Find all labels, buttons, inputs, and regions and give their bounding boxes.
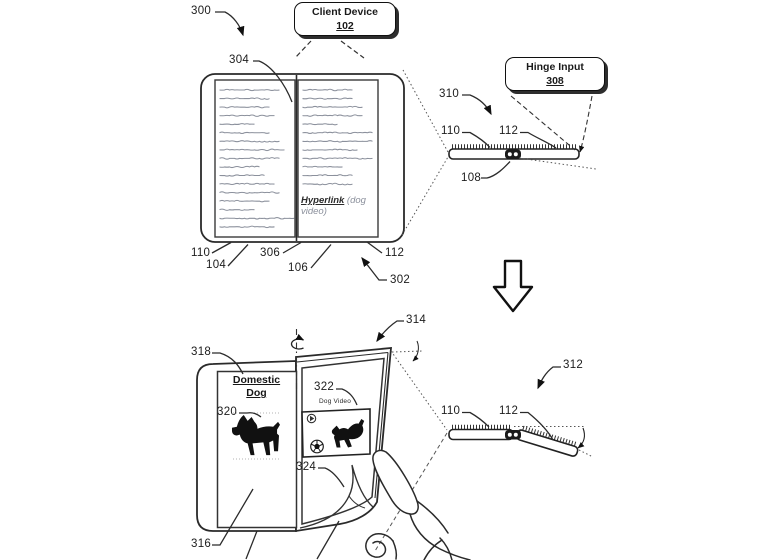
rotation-arrow-icon <box>290 329 305 389</box>
ref-300: 300 <box>191 5 212 17</box>
ref-304: 304 <box>229 54 250 66</box>
rotation-direction-arrow <box>577 427 585 449</box>
device-sideview-tilted <box>448 424 594 458</box>
reference-leaders-bottom <box>212 320 404 560</box>
reference-leaders-sideview-top <box>462 94 557 179</box>
hand-illustration <box>365 449 471 560</box>
hinge-input-callout: Hinge Input 308 <box>505 57 605 92</box>
projection-line <box>390 350 448 431</box>
callout-leg <box>294 40 312 59</box>
ref-112-top: 112 <box>385 247 405 259</box>
projection-line <box>374 432 448 552</box>
hinge-input-title: Hinge Input <box>526 61 584 73</box>
projection-line <box>402 69 449 153</box>
ref-324: 324 <box>296 461 317 473</box>
ref-110-sideview-bottom: 110 <box>441 405 461 417</box>
open-device-bottom <box>196 347 392 533</box>
hyperlink-label: Hyperlink <box>301 195 345 206</box>
soccer-ball-icon <box>310 439 324 454</box>
hinge-axis-line <box>518 157 597 170</box>
ref-110-top-left: 110 <box>191 247 211 259</box>
callout-leg <box>579 95 593 153</box>
ref-316: 316 <box>191 538 212 550</box>
ref-322: 322 <box>314 381 335 393</box>
projection-line <box>401 156 449 236</box>
client-device-number: 102 <box>336 19 354 32</box>
callout-leg <box>340 40 365 59</box>
hinge <box>505 430 521 440</box>
hinge <box>505 149 521 159</box>
ref-110-sideview-top: 110 <box>441 125 461 137</box>
ref-106: 106 <box>288 262 309 274</box>
hyperlink-suffix: (dog video) <box>301 195 366 218</box>
dog-silhouette <box>231 414 280 456</box>
play-icon <box>306 413 317 424</box>
angle-arrow <box>412 340 419 362</box>
greeked-text-left-page <box>219 88 295 229</box>
down-arrow-icon <box>492 259 534 313</box>
client-device-callout: Client Device 102 <box>294 2 396 37</box>
page-title-line1: Domestic <box>232 374 281 386</box>
reference-leaders-sideview-bottom <box>462 366 561 441</box>
ref-314: 314 <box>406 314 427 326</box>
hyperlink-text: Hyperlink (dog video) <box>301 195 377 218</box>
ref-318: 318 <box>191 346 212 358</box>
playing-dog-silhouette <box>331 418 365 448</box>
device-sideview-flat <box>448 144 580 160</box>
ref-306: 306 <box>260 247 281 259</box>
ref-112-sideview-bottom: 112 <box>499 405 519 417</box>
greeked-text-right-page <box>302 88 373 186</box>
reference-leaders-top <box>211 11 387 281</box>
ref-312: 312 <box>563 359 584 371</box>
ref-302: 302 <box>390 274 411 286</box>
ref-108: 108 <box>461 172 482 184</box>
ref-112-sideview-top: 112 <box>499 125 519 137</box>
video-caption: Dog Video <box>319 398 352 405</box>
client-device-title: Client Device <box>312 6 378 18</box>
ref-310: 310 <box>439 88 460 100</box>
page-title-domestic-dog: Domestic Dog <box>217 374 296 400</box>
hinge-input-number: 308 <box>546 74 564 87</box>
ref-320: 320 <box>217 406 238 418</box>
page-title-line2: Dog <box>246 387 267 400</box>
ref-104: 104 <box>206 259 227 271</box>
page-curl <box>299 464 374 529</box>
left-display-bottom <box>216 370 298 529</box>
callout-leg <box>510 95 576 151</box>
angle-reference-line <box>391 350 424 353</box>
open-device-top <box>200 73 405 243</box>
